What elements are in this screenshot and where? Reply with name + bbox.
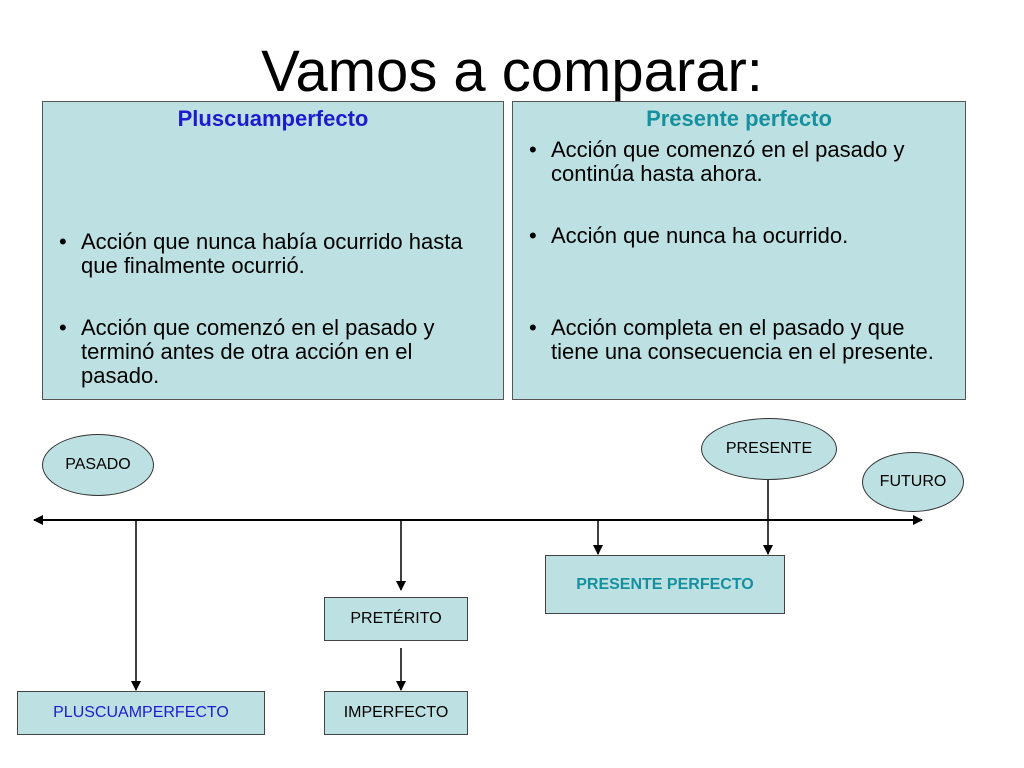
right-bullet-3: • Acción completa en el pasado y que tie… (513, 316, 953, 364)
preterito-box: PRETÉRITO (324, 597, 468, 641)
left-bullet-1-text: Acción que nunca había ocurrido hasta qu… (81, 229, 463, 278)
imperfecto-box: IMPERFECTO (324, 691, 468, 735)
right-bullet-1-text: Acción que comenzó en el pasado y contin… (551, 137, 905, 186)
futuro-oval: FUTURO (862, 452, 964, 512)
left-bullet-2: • Acción que comenzó en el pasado y term… (43, 316, 493, 388)
right-bullet-3-text: Acción completa en el pasado y que tiene… (551, 315, 934, 364)
bullet-marker: • (529, 137, 537, 162)
presente-perfecto-box: PRESENTE PERFECTO (545, 555, 785, 614)
pluscuamperfecto-panel: Pluscuamperfecto • Acción que nunca habí… (42, 101, 504, 400)
right-bullet-2: • Acción que nunca ha ocurrido. (513, 224, 965, 248)
bullet-marker: • (529, 223, 537, 248)
left-bullet-2-text: Acción que comenzó en el pasado y termin… (81, 315, 435, 388)
bullet-marker: • (59, 229, 67, 254)
right-bullet-1: • Acción que comenzó en el pasado y cont… (513, 138, 965, 186)
presente-perfecto-panel: Presente perfecto • Acción que comenzó e… (512, 101, 966, 400)
presente-perfecto-heading: Presente perfecto (646, 106, 832, 131)
left-bullet-1: • Acción que nunca había ocurrido hasta … (43, 230, 483, 278)
pluscuamperfecto-heading: Pluscuamperfecto (177, 106, 369, 131)
bullet-marker: • (529, 315, 537, 340)
pluscuamperfecto-box: PLUSCUAMPERFECTO (17, 691, 265, 735)
presente-oval: PRESENTE (701, 418, 837, 480)
bullet-marker: • (59, 315, 67, 340)
pasado-oval: PASADO (42, 434, 154, 496)
slide-title: Vamos a comparar: (261, 39, 763, 104)
right-bullet-2-text: Acción que nunca ha ocurrido. (551, 223, 849, 248)
